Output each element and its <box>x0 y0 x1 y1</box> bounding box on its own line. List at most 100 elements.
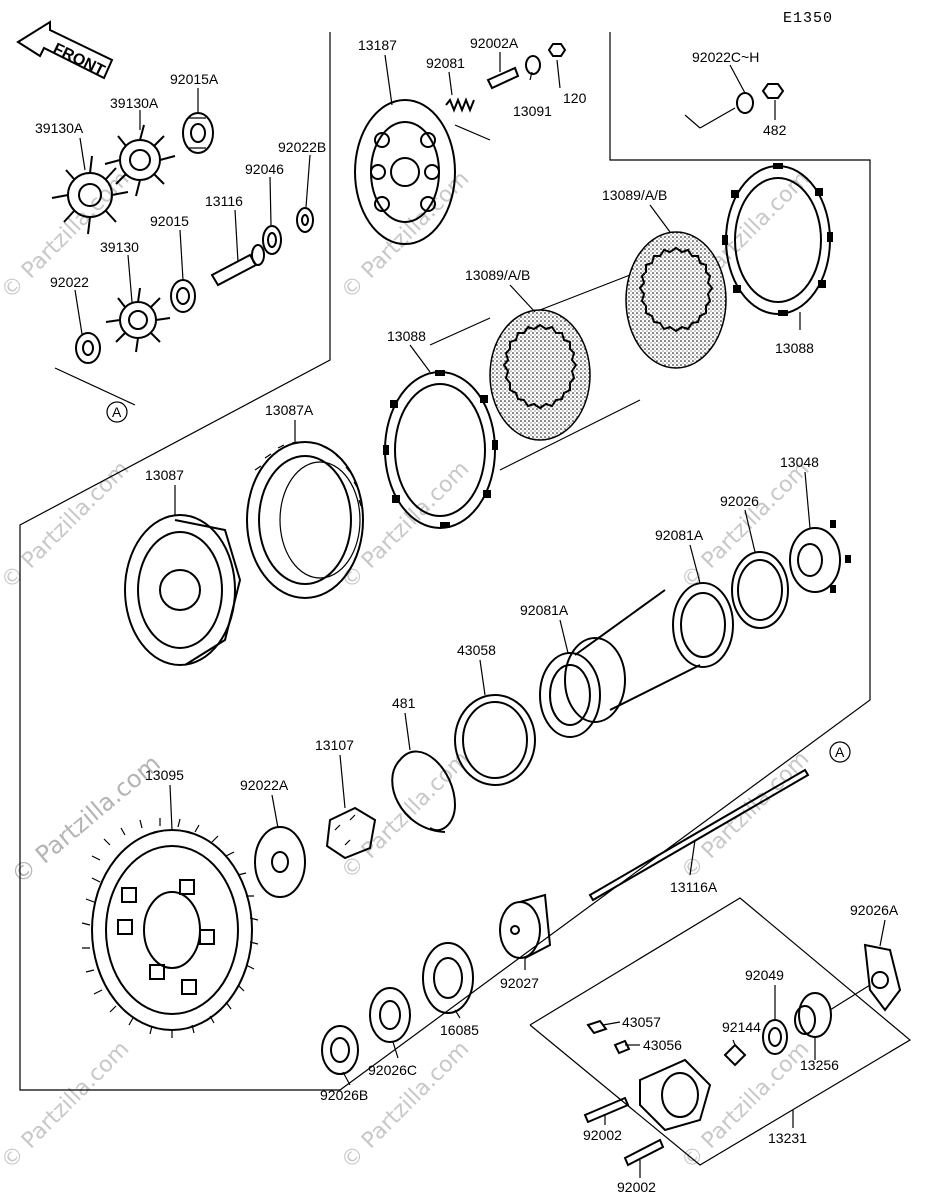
damper-spring-holders <box>51 112 314 364</box>
part-labels: 13187 92081 92002A 120 13091 92022C~H 48… <box>35 35 899 1195</box>
washer-92022c-h <box>736 92 754 114</box>
spring-holder-39130a-top <box>104 124 176 197</box>
release-lever-13231 <box>639 1058 712 1132</box>
gear-16085 <box>422 942 474 1014</box>
part-label-13116: 13116 <box>205 193 243 209</box>
pressure-plate-13187 <box>354 99 491 245</box>
watermark-text: © Partzilla.com <box>677 747 815 885</box>
spring-holder-39130a-left <box>51 155 129 235</box>
spring-92144 <box>723 1043 747 1067</box>
part-label-92026a: 92026A <box>850 902 899 918</box>
callout-a-right: A <box>829 741 851 763</box>
bearing-92015 <box>170 279 196 313</box>
gear-13107 <box>325 806 377 860</box>
part-label-92081a-right: 92081A <box>655 527 704 543</box>
leader-lines <box>74 52 886 1178</box>
part-label-92026b: 92026B <box>320 1087 368 1103</box>
sleeve-43058 <box>454 694 536 786</box>
steel-plate-13089-right <box>625 231 727 369</box>
clutch-housing-13087 <box>124 514 242 666</box>
friction-plate-13088-left <box>383 370 498 529</box>
part-label-39130a-left: 39130A <box>35 120 84 136</box>
collar-92027 <box>499 893 552 959</box>
part-label-92081a-left: 92081A <box>520 602 569 618</box>
part-label-13116a: 13116A <box>670 879 718 895</box>
callout-a-text: A <box>835 744 845 760</box>
part-label-13089-left: 13089/A/B <box>465 267 530 283</box>
part-label-13187: 13187 <box>358 37 397 53</box>
callout-a-left: A <box>106 401 128 423</box>
nut-43056 <box>613 1039 631 1055</box>
part-label-13088-right: 13088 <box>775 340 814 356</box>
steel-plate-13089-left <box>489 309 591 441</box>
nut-482 <box>761 83 785 99</box>
callout-a-text: A <box>112 404 122 420</box>
part-label-13089-right: 13089/A/B <box>602 187 667 203</box>
watermark-text: © Partzilla.com <box>677 1037 815 1175</box>
cover-92026a <box>863 943 902 1012</box>
part-label-92002-lower: 92002 <box>617 1179 656 1195</box>
nut-92015a <box>182 112 214 154</box>
bolt-43057 <box>586 1019 608 1035</box>
circlip-481 <box>391 750 457 833</box>
part-label-92144: 92144 <box>722 1019 761 1035</box>
nut-120 <box>547 43 567 57</box>
part-label-13048: 13048 <box>780 454 819 470</box>
part-label-13087: 13087 <box>145 467 184 483</box>
washer-92026b <box>321 1025 359 1075</box>
part-label-92046: 92046 <box>245 161 284 177</box>
bolt-92002-lower <box>623 1138 665 1167</box>
washer-92026c <box>369 987 411 1043</box>
part-label-13231: 13231 <box>768 1130 807 1146</box>
cylinder-guide <box>574 589 701 711</box>
part-label-482: 482 <box>763 122 787 138</box>
part-label-92022: 92022 <box>50 274 89 290</box>
part-label-92027: 92027 <box>500 975 539 991</box>
part-label-92015a: 92015A <box>170 71 219 87</box>
washer-13091 <box>525 55 541 75</box>
shaft-13116 <box>210 244 265 287</box>
spring-holder-39130 <box>105 287 171 353</box>
part-label-43056: 43056 <box>643 1037 682 1053</box>
part-label-13088-left: 13088 <box>387 328 426 344</box>
primary-gear-13095 <box>81 818 259 1038</box>
part-label-92002a: 92002A <box>470 35 519 51</box>
part-label-481: 481 <box>392 695 416 711</box>
part-label-92049: 92049 <box>745 967 784 983</box>
front-arrow-icon: FRONT <box>16 20 114 80</box>
part-label-92002-upper: 92002 <box>583 1127 622 1143</box>
part-label-92026: 92026 <box>720 493 759 509</box>
washer-92022b <box>296 207 314 233</box>
bolt-92002-upper <box>583 1096 630 1124</box>
pin-92002a <box>486 66 520 90</box>
needle-bearing-92046 <box>262 225 282 255</box>
part-label-43057: 43057 <box>622 1014 661 1030</box>
part-label-92022b: 92022B <box>278 139 326 155</box>
release-assembly-frame <box>529 897 912 1166</box>
washer-92022 <box>75 332 101 364</box>
part-label-92081: 92081 <box>426 55 465 71</box>
part-label-120: 120 <box>563 90 587 106</box>
push-rod-13116a <box>588 768 810 902</box>
part-label-39130: 39130 <box>100 239 139 255</box>
assembly-frame <box>19 32 871 1091</box>
part-label-92026c: 92026C <box>368 1062 417 1078</box>
part-label-92022c-h: 92022C~H <box>692 49 759 65</box>
part-label-43058: 43058 <box>457 642 496 658</box>
bearing-13256 <box>794 992 832 1038</box>
spring-92081 <box>445 97 475 113</box>
part-label-92022a: 92022A <box>240 777 289 793</box>
diagram-code: E1350 <box>783 10 833 27</box>
part-label-13087a: 13087A <box>265 402 314 418</box>
part-label-13256: 13256 <box>800 1057 839 1073</box>
washer-92081a-right <box>672 582 734 668</box>
washer-92026 <box>731 551 789 629</box>
friction-plate-13088-right <box>722 163 833 316</box>
washer-92081a-left <box>539 637 626 738</box>
part-label-13095: 13095 <box>145 767 184 783</box>
washer-92022a <box>254 826 306 898</box>
part-label-92015: 92015 <box>150 213 189 229</box>
part-label-13091: 13091 <box>513 103 552 119</box>
part-label-39130a-top: 39130A <box>110 95 159 111</box>
